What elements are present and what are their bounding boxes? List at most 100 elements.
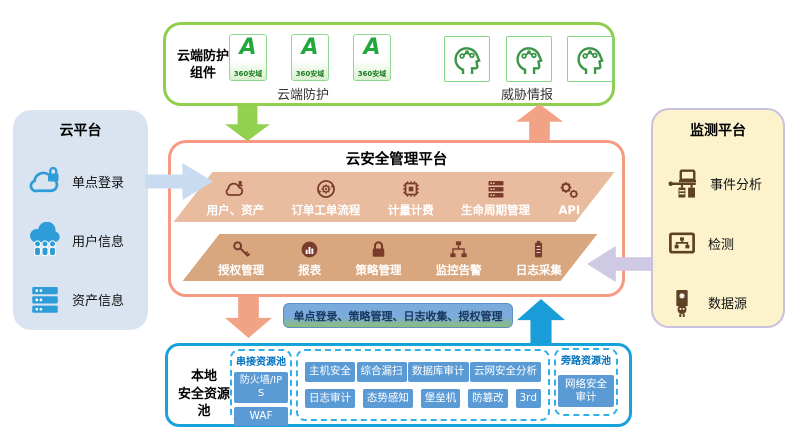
cloud-security-mgmt-platform-box: 云安全管理平台 用户、资产 (168, 140, 625, 297)
serial-resource-pool: 串接资源池 防火墙/IPS WAF (230, 349, 292, 427)
monitoring-platform-box: 监测平台 事件分析 检测 (651, 108, 785, 328)
pool-row: 日志审计 态势感知 堡垒机 防篡改 3rd (305, 388, 541, 408)
local-pool-label: 本地 安全资源池 (172, 368, 236, 421)
list-item: 单点登录 (13, 163, 148, 199)
cloud-protection-caption: 云端防护 (276, 88, 329, 103)
key-icon (232, 240, 250, 257)
users-cloud-icon (30, 222, 60, 257)
cloud-user-icon (226, 180, 244, 196)
bar-item-label: 监控告警 (435, 262, 482, 277)
threat-intel-caption: 威胁情报 (500, 88, 553, 103)
third-party-button: 3rd (515, 388, 541, 408)
bar-item: 订单工单流程 (291, 177, 360, 218)
360-anyu-tile: A 360安域 (229, 34, 267, 81)
list-item: 资产信息 (13, 281, 148, 317)
threat-head-icon (577, 47, 604, 75)
bar-item-label: 计量计费 (387, 202, 434, 217)
operations-functions-bar: 授权管理 报表 策略管理 (182, 234, 598, 281)
sso-cloud-lock-icon (29, 166, 59, 193)
list-item: 事件分析 (653, 165, 783, 201)
list-item: 用户信息 (13, 222, 148, 258)
serial-pool-title: 串接资源池 (236, 357, 286, 368)
situation-awareness-button: 态势感知 (362, 388, 413, 408)
threat-head-icon (516, 47, 543, 75)
local-security-pool-box: 本地 安全资源池 串接资源池 防火墙/IPS WAF 主机安全 综合漏扫 数据库… (165, 343, 632, 427)
bar-item: 计量计费 (388, 177, 434, 218)
threat-intel-tile (506, 36, 552, 82)
cloud-protection-components-box: 云端防护组件 A 360安域 A 360安域 A 360安域 云端防护 (163, 22, 615, 106)
arrow-up-salmon-icon (516, 104, 563, 141)
datasource-icon (676, 289, 688, 318)
db-audit-button: 数据库审计 (408, 362, 469, 382)
360-anyu-tile: A 360安域 (291, 34, 329, 81)
report-icon (301, 241, 318, 257)
anyu-a-icon: A (239, 35, 257, 60)
metering-chip-icon (403, 180, 419, 197)
bar-item: 生命周期管理 (461, 177, 530, 218)
host-security-button: 主机安全 (305, 362, 355, 382)
local-pool-label-line1: 本地 (190, 369, 217, 384)
bar-item-label: API (558, 202, 581, 217)
vuln-scan-button: 综合漏扫 (356, 362, 407, 382)
anyu-a-icon: A (301, 35, 319, 60)
management-functions-bar: 用户、资产 订单工单流程 (173, 172, 615, 222)
pool-row: 主机安全 综合漏扫 数据库审计 云网安全分析 (305, 362, 541, 382)
list-item-label: 资产信息 (72, 293, 125, 309)
api-gears-icon (561, 181, 579, 198)
bastion-host-button: 堡垒机 (420, 388, 461, 408)
policy-lock-icon (372, 240, 385, 257)
arrow-up-blue-icon (517, 299, 565, 343)
bar-item: 日志采集 (516, 238, 562, 278)
360-anyu-tile: A 360安域 (353, 34, 391, 81)
cloud-protection-components-label: 云端防护组件 (176, 49, 229, 81)
bar-item: 策略管理 (355, 238, 401, 278)
anyu-label: 360安域 (295, 70, 325, 78)
list-item: 检测 (653, 226, 783, 260)
list-item-label: 事件分析 (710, 177, 763, 193)
list-item: 数据源 (653, 285, 783, 319)
bar-item: 报表 (298, 238, 321, 278)
order-process-icon (317, 179, 335, 198)
bar-item: 用户、资产 (206, 177, 265, 218)
waf-button: WAF (234, 407, 288, 427)
anyu-a-icon: A (363, 35, 381, 60)
assets-server-icon (32, 287, 58, 313)
bar-item-label: 日志采集 (515, 262, 562, 277)
arrow-down-salmon-icon (225, 296, 272, 338)
detection-icon (669, 232, 695, 254)
bar-item-label: 订单工单流程 (291, 202, 361, 217)
bar-item-label: 用户、资产 (206, 202, 265, 217)
log-collect-icon (535, 240, 543, 257)
bypass-pool-title: 旁路资源池 (561, 356, 611, 367)
threat-intel-tile (444, 36, 490, 82)
bar-item-label: 策略管理 (355, 262, 402, 277)
bypass-resource-pool: 旁路资源池 网络安全审计 (554, 348, 618, 416)
list-item-label: 数据源 (708, 296, 748, 312)
monitor-alert-icon (450, 240, 467, 257)
monitoring-platform-title: 监测平台 (690, 123, 746, 139)
threat-intel-tile (567, 36, 613, 82)
local-pool-label-line2: 安全资源池 (177, 386, 230, 420)
bar-item: 监控告警 (436, 238, 482, 278)
integration-capabilities-pill: 单点登录、策略管理、日志收集、授权管理 (283, 303, 513, 328)
bar-item: 授权管理 (218, 238, 264, 278)
threat-head-icon (454, 47, 481, 75)
bar-item-label: 生命周期管理 (461, 202, 531, 217)
cloud-platform-box: 云平台 单点登录 用户信息 (13, 110, 148, 330)
anti-tamper-button: 防篡改 (468, 388, 508, 408)
center-box-title: 云安全管理平台 (345, 152, 448, 168)
lifecycle-server-icon (488, 180, 504, 197)
anyu-label: 360安域 (357, 70, 387, 78)
log-audit-button: 日志审计 (305, 388, 355, 408)
list-item-label: 用户信息 (72, 234, 125, 250)
bar-item-label: 报表 (298, 262, 322, 277)
arrow-down-green-icon (225, 106, 270, 141)
anyu-label: 360安域 (233, 70, 263, 78)
network-audit-button: 网络安全审计 (558, 375, 614, 408)
main-resource-pool: 主机安全 综合漏扫 数据库审计 云网安全分析 日志审计 态势感知 堡垒机 防篡改… (296, 349, 550, 421)
firewall-ips-button: 防火墙/IPS (234, 372, 288, 403)
cloud-net-analysis-button: 云网安全分析 (470, 362, 541, 382)
bar-item: API (557, 178, 581, 217)
bar-item-label: 授权管理 (218, 262, 265, 277)
